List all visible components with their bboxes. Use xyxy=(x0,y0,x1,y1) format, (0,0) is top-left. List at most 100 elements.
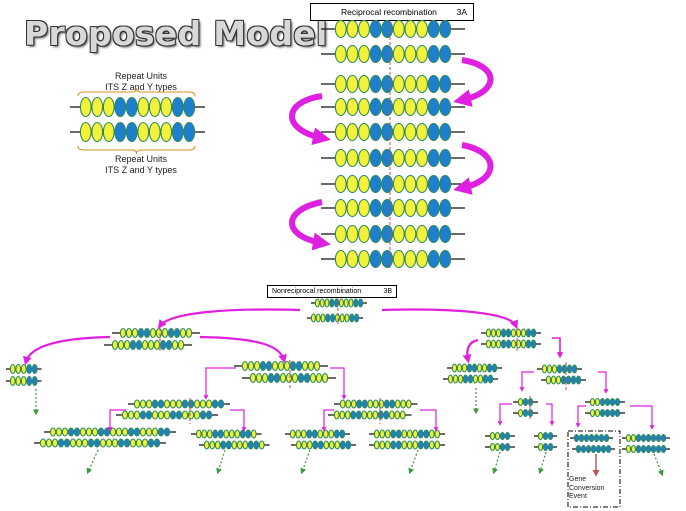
its-z-unit xyxy=(320,313,326,323)
its-y-unit xyxy=(471,363,478,373)
its-y-unit xyxy=(361,399,368,409)
its-z-unit xyxy=(338,298,344,308)
its-y-unit xyxy=(381,122,394,142)
its-y-unit xyxy=(599,408,606,418)
its-z-unit xyxy=(346,97,359,117)
its-z-unit xyxy=(301,440,308,450)
its-z-unit xyxy=(139,427,147,437)
its-z-unit xyxy=(404,174,417,194)
its-z-unit xyxy=(339,399,346,409)
its-y-unit xyxy=(556,364,563,374)
its-y-unit xyxy=(439,122,452,142)
its-y-unit xyxy=(267,372,275,384)
its-z-unit xyxy=(121,410,129,420)
its-y-unit xyxy=(381,148,394,168)
its-z-unit xyxy=(404,97,417,117)
its-y-unit xyxy=(87,438,95,448)
its-y-unit xyxy=(205,410,213,420)
its-z-unit xyxy=(625,444,632,454)
its-z-unit xyxy=(334,122,347,142)
its-y-unit xyxy=(125,96,138,118)
its-z-unit xyxy=(9,363,16,375)
its-z-unit xyxy=(277,360,285,372)
its-y-unit xyxy=(369,249,382,269)
its-z-unit xyxy=(75,438,83,448)
its-z-unit xyxy=(346,19,359,39)
its-z-unit xyxy=(115,427,123,437)
its-y-unit xyxy=(171,96,184,118)
its-y-unit xyxy=(588,433,595,443)
its-z-unit xyxy=(489,442,496,452)
its-z-unit xyxy=(630,433,637,443)
its-z-unit xyxy=(517,408,524,418)
magenta-arrow xyxy=(107,409,126,432)
its-z-unit xyxy=(366,410,373,420)
its-z-unit xyxy=(392,174,405,194)
its-y-unit xyxy=(220,440,227,450)
its-z-unit xyxy=(91,121,104,143)
its-z-unit xyxy=(456,363,463,373)
its-z-unit xyxy=(630,444,637,454)
its-z-unit xyxy=(117,339,125,351)
its-y-unit xyxy=(103,427,111,437)
its-z-unit xyxy=(160,121,173,143)
its-z-unit xyxy=(416,249,428,269)
its-y-unit xyxy=(504,442,511,452)
its-z-unit xyxy=(434,440,441,450)
its-z-unit xyxy=(295,429,302,439)
its-y-unit xyxy=(439,74,452,94)
its-y-unit xyxy=(187,399,195,409)
its-z-unit xyxy=(392,122,405,142)
its-z-unit xyxy=(589,408,596,418)
its-y-unit xyxy=(605,444,612,454)
its-z-unit xyxy=(334,198,347,218)
its-z-unit xyxy=(141,339,149,351)
its-y-unit xyxy=(225,440,232,450)
its-y-unit xyxy=(137,327,145,339)
its-z-unit xyxy=(379,440,386,450)
green-dashed-arrow xyxy=(408,449,419,475)
its-y-unit xyxy=(525,328,532,338)
its-y-unit xyxy=(580,444,587,454)
its-z-unit xyxy=(163,399,171,409)
its-y-unit xyxy=(369,122,382,142)
its-z-unit xyxy=(258,440,265,450)
its-y-unit xyxy=(26,363,33,375)
its-z-unit xyxy=(319,298,325,308)
its-z-unit xyxy=(20,363,27,375)
its-y-unit xyxy=(547,431,554,441)
its-y-unit xyxy=(212,429,219,439)
its-z-unit xyxy=(494,442,501,452)
its-z-unit xyxy=(481,363,488,373)
its-z-unit xyxy=(253,360,261,372)
its-y-unit xyxy=(395,429,402,439)
its-z-unit xyxy=(392,198,405,218)
its-z-unit xyxy=(193,399,201,409)
its-y-unit xyxy=(163,427,171,437)
its-y-unit xyxy=(603,433,610,443)
its-z-unit xyxy=(345,399,352,409)
its-y-unit xyxy=(358,298,364,308)
its-y-unit xyxy=(57,438,65,448)
its-z-unit xyxy=(401,440,408,450)
its-y-unit xyxy=(369,224,382,244)
its-z-unit xyxy=(346,44,359,64)
its-z-unit xyxy=(589,397,596,407)
its-y-unit xyxy=(369,97,382,117)
its-z-unit xyxy=(91,96,104,118)
its-y-unit xyxy=(609,408,616,418)
its-y-unit xyxy=(530,339,537,349)
its-z-unit xyxy=(350,399,357,409)
its-y-unit xyxy=(595,444,602,454)
its-y-unit xyxy=(303,372,311,384)
its-y-unit xyxy=(369,148,382,168)
its-y-unit xyxy=(390,429,397,439)
its-z-unit xyxy=(490,328,497,338)
magenta-arrow xyxy=(462,338,479,364)
its-z-unit xyxy=(490,339,497,349)
its-y-unit xyxy=(345,440,352,450)
its-z-unit xyxy=(51,438,59,448)
its-y-unit xyxy=(356,399,363,409)
its-z-unit xyxy=(373,429,380,439)
its-y-unit xyxy=(560,375,567,385)
